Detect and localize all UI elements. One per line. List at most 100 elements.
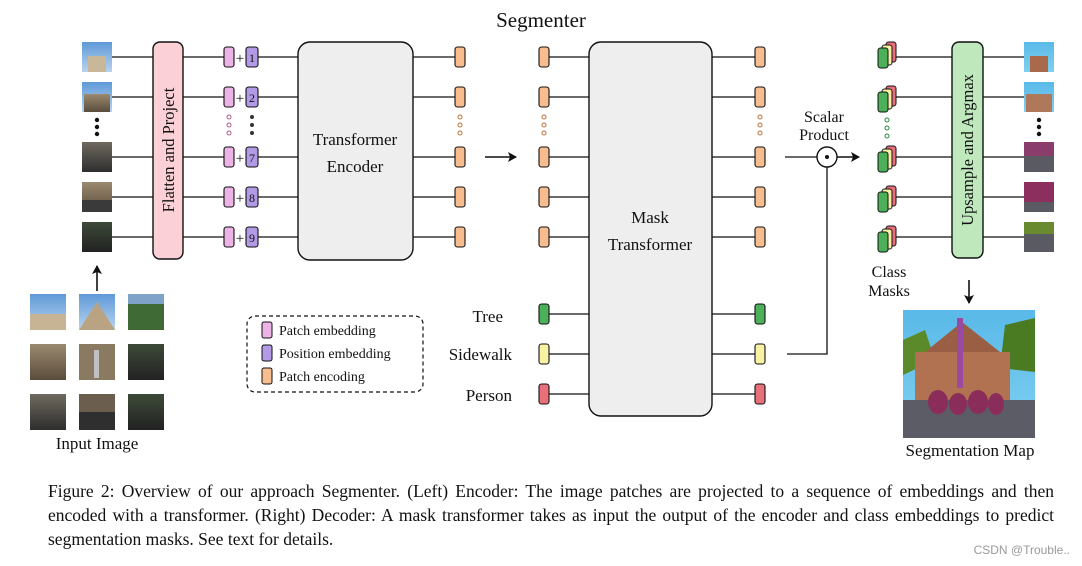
patch-encoding-token <box>754 86 766 108</box>
mask-output-tokens <box>754 46 766 248</box>
class-token-sidewalk <box>538 343 550 365</box>
plus-sign: + <box>236 151 244 167</box>
embedding-row-2: + 2 <box>223 86 259 108</box>
patch-embedding-token <box>223 226 235 248</box>
position-number: 9 <box>249 231 255 245</box>
upsample-argmax-label: Upsample and Argmax <box>958 73 977 226</box>
encoder-output-ellipsis <box>457 114 463 136</box>
embedding-row-8: + 8 <box>223 186 259 208</box>
mask-input-lines <box>549 56 589 395</box>
mask-output-ellipsis <box>757 114 763 136</box>
patch-encoding-token <box>538 186 550 208</box>
class-output-token-tree <box>754 303 766 325</box>
scalar-product-label-line2: Product <box>799 127 849 144</box>
patch-encoding-token <box>454 186 466 208</box>
patch-encoding-token <box>454 86 466 108</box>
patch-encoding-token <box>538 146 550 168</box>
patch-encoding-token <box>754 46 766 68</box>
mask-transformer-label-line2: Transformer <box>608 235 693 254</box>
class-mask-stack <box>877 41 897 69</box>
class-token-person <box>538 383 550 405</box>
figure-caption: Figure 2: Overview of our approach Segme… <box>48 481 1054 549</box>
patch-embedding-token <box>223 86 235 108</box>
encoder-output-tokens <box>454 46 466 248</box>
segmentation-map-label: Segmentation Map <box>906 441 1035 460</box>
embedding-pairs: + 1 + 2 + 7 + 8 <box>223 46 259 248</box>
class-token-tree <box>538 303 550 325</box>
input-patch-column <box>82 42 112 252</box>
embedding-to-encoder-lines <box>258 56 298 238</box>
scalar-product-label-line1: Scalar <box>804 109 845 126</box>
legend-box <box>246 315 424 393</box>
patch-encoding-token <box>538 46 550 68</box>
class-mask-stack <box>877 85 897 113</box>
input-patch-9 <box>82 222 112 252</box>
patch-encoding-token <box>454 146 466 168</box>
patch-encoding-token <box>754 226 766 248</box>
watermark: CSDN @Trouble.. <box>973 543 1070 557</box>
class-mask-ellipsis <box>884 117 890 139</box>
position-number: 8 <box>249 191 255 205</box>
flatten-project-label: Flatten and Project <box>159 87 178 212</box>
input-image-grid <box>30 294 164 430</box>
legend-swatch-position-embedding <box>261 344 273 362</box>
class-label-sidewalk: Sidewalk <box>449 345 513 364</box>
legend-swatch-patch-embedding <box>261 321 273 339</box>
ellipsis-dot <box>94 117 100 123</box>
flatten-project-box <box>152 41 184 260</box>
patch-encoding-token <box>454 46 466 68</box>
class-mask-stack <box>877 225 897 253</box>
upsample-output-lines <box>983 56 1024 238</box>
patch-to-flatten-lines <box>112 56 153 238</box>
position-number: 1 <box>249 51 255 65</box>
position-number: 2 <box>249 91 255 105</box>
class-label-tree: Tree <box>472 307 503 326</box>
transformer-encoder-label-line1: Transformer <box>313 130 398 149</box>
patch-encoding-token <box>538 86 550 108</box>
class-to-product-line <box>787 167 828 355</box>
patch-embedding-token <box>223 186 235 208</box>
input-image-label: Input Image <box>56 434 139 453</box>
embedding-row-9: + 9 <box>223 226 259 248</box>
patch-encoding-token <box>538 226 550 248</box>
mask-input-ellipsis <box>541 114 547 136</box>
class-mask-stack <box>877 185 897 213</box>
transformer-encoder-box <box>297 41 414 261</box>
transformer-encoder-label-line2: Encoder <box>327 157 384 176</box>
legend-label-patch-embedding: Patch embedding <box>279 324 376 339</box>
segmenter-diagram: Segmenter Input Image Flatt <box>30 8 1054 460</box>
plus-sign: + <box>236 191 244 207</box>
mask-input-tokens <box>538 46 550 248</box>
legend-label-patch-encoding: Patch encoding <box>279 370 365 385</box>
plus-sign: + <box>236 91 244 107</box>
patch-encoding-token <box>754 186 766 208</box>
patch-encoding-token <box>754 146 766 168</box>
mask-transformer-box <box>588 41 713 417</box>
class-label-person: Person <box>466 386 513 405</box>
upsample-argmax-box <box>951 41 984 259</box>
legend-swatch-patch-encoding <box>261 367 273 385</box>
legend-label-position-embedding: Position embedding <box>279 347 391 362</box>
embedding-ellipsis <box>226 114 254 136</box>
encoder-output-lines <box>413 56 455 238</box>
position-number: 7 <box>249 151 255 165</box>
input-patch-7 <box>82 142 112 172</box>
legend: Patch embedding Position embedding Patch… <box>246 315 424 393</box>
class-mask-stacks <box>877 41 897 253</box>
segmentation-map <box>903 310 1035 438</box>
patch-encoding-token <box>454 226 466 248</box>
class-output-token-person <box>754 383 766 405</box>
class-mask-stack <box>877 145 897 173</box>
plus-sign: + <box>236 231 244 247</box>
class-masks-label-line2: Masks <box>868 283 910 300</box>
patch-embedding-token <box>223 146 235 168</box>
mask-transformer-label-line1: Mask <box>631 208 669 227</box>
class-masks-label-line1: Class <box>872 264 907 281</box>
masks-to-upsample-lines <box>896 56 952 238</box>
diagram-title: Segmenter <box>496 8 586 32</box>
patch-embedding-token <box>223 46 235 68</box>
flatten-to-embedding-lines <box>183 56 224 238</box>
embedding-row-7: + 7 <box>223 146 259 168</box>
mask-output-lines <box>712 56 755 395</box>
embedding-row-1: + 1 <box>223 46 259 68</box>
